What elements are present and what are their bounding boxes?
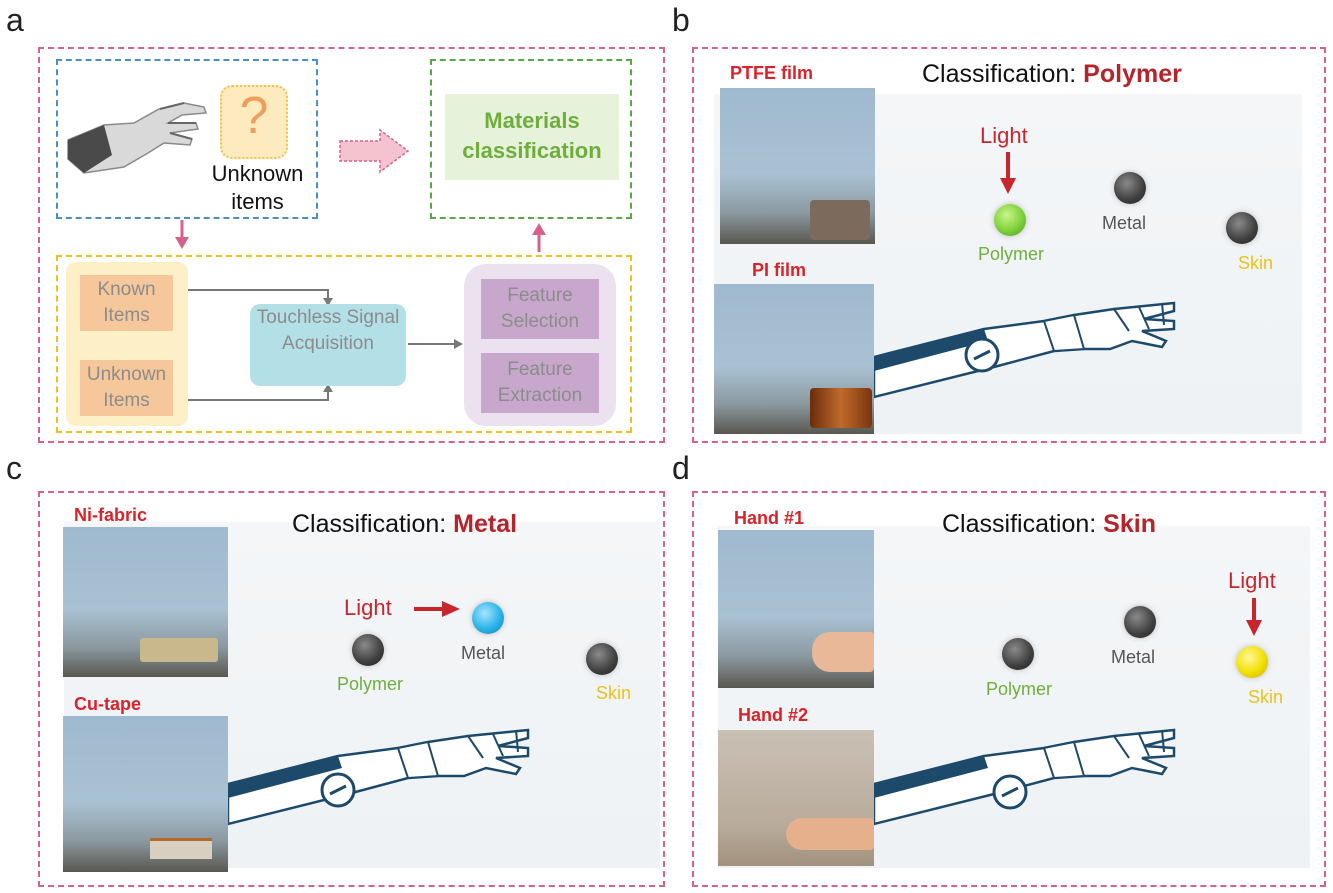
panel-letter-d: d <box>672 450 690 486</box>
panel-d-skin-ball-lit <box>1236 646 1268 678</box>
hand-2-label: Hand #2 <box>738 705 809 725</box>
panel-c-metal-label: Metal <box>461 643 506 663</box>
feature-selection-box: Feature Selection <box>481 279 599 339</box>
question-mark-icon: ? <box>239 87 269 145</box>
materials-classification-label: Materials classification <box>445 94 619 180</box>
hand-2-sample <box>786 818 874 850</box>
ni-fabric-label: Ni-fabric <box>74 505 148 525</box>
panel-b-title: Classification: Polymer <box>922 60 1182 88</box>
panel-c-metal-ball-lit <box>472 602 504 634</box>
panel-c-light-arrow-icon <box>414 601 460 617</box>
panel-b-metal-label: Metal <box>1102 213 1147 233</box>
feature-extraction-box: Feature Extraction <box>481 353 599 413</box>
arrow-up-icon <box>532 223 546 252</box>
panel-b-skin-label: Skin <box>1238 253 1274 273</box>
known-items-box: Known Items <box>80 275 173 331</box>
panel-c-light-label: Light <box>344 595 392 620</box>
cu-tape-sample <box>150 838 212 859</box>
panel-letter-b: b <box>672 2 690 38</box>
materials-classification-box <box>430 59 632 219</box>
panel-b-skin-ball <box>1226 212 1258 244</box>
panel-c-frame <box>38 491 665 887</box>
panel-d-metal-ball <box>1124 606 1156 638</box>
cu-tape-label: Cu-tape <box>74 694 141 714</box>
ni-fabric-sample <box>140 638 218 662</box>
ptfe-film-label: PTFE film <box>730 63 814 83</box>
panel-b-metal-ball <box>1114 172 1146 204</box>
touchless-signal-box: Touchless Signal Acquisition <box>250 304 406 386</box>
panel-d-skin-label: Skin <box>1248 687 1284 707</box>
unknown-items-pipeline-box: Unknown Items <box>80 360 173 416</box>
unknown-items-box <box>56 59 318 219</box>
panel-c-polymer-ball <box>352 634 384 666</box>
panel-d-polymer-label: Polymer <box>986 679 1053 699</box>
panel-b-light-arrow-icon <box>1000 152 1016 194</box>
pi-film-label: PI film <box>752 260 807 280</box>
pipeline-box <box>56 255 632 433</box>
panel-d-light-arrow-icon <box>1246 598 1262 636</box>
pipeline-connectors <box>188 289 463 401</box>
pi-film-sample <box>810 388 872 428</box>
panel-letter-c: c <box>6 450 22 486</box>
panel-d-frame <box>692 491 1326 887</box>
panel-b-frame <box>692 47 1326 443</box>
panel-d-title: Classification: Skin <box>942 510 1156 538</box>
panel-d-robot-arm-icon <box>874 728 1176 826</box>
hand-1-label: Hand #1 <box>734 508 805 528</box>
panel-b-polymer-label: Polymer <box>978 244 1045 264</box>
panel-a-frame <box>38 47 665 443</box>
panel-d-metal-label: Metal <box>1111 647 1156 667</box>
panel-b-polymer-ball-lit <box>994 204 1026 236</box>
question-box <box>220 85 288 159</box>
panel-d-light-label: Light <box>1228 568 1276 593</box>
panel-c-robot-arm-icon <box>228 728 530 826</box>
panel-c-polymer-label: Polymer <box>337 674 404 694</box>
panel-b-robot-arm-icon <box>874 301 1176 399</box>
robot-hand-icon <box>67 102 208 174</box>
arrow-down-icon <box>175 220 189 249</box>
panel-c-skin-label: Skin <box>596 683 632 703</box>
panel-letter-a: a <box>6 2 24 38</box>
ptfe-film-sample <box>810 200 870 240</box>
panel-c-title: Classification: Metal <box>292 510 518 538</box>
unknown-items-label: Unknown items <box>211 161 304 214</box>
big-arrow-right-icon <box>339 128 410 174</box>
panel-c-skin-ball <box>586 643 618 675</box>
panel-b-light-label: Light <box>980 123 1028 148</box>
hand-1-sample <box>812 632 874 672</box>
panel-d-polymer-ball <box>1002 638 1034 670</box>
